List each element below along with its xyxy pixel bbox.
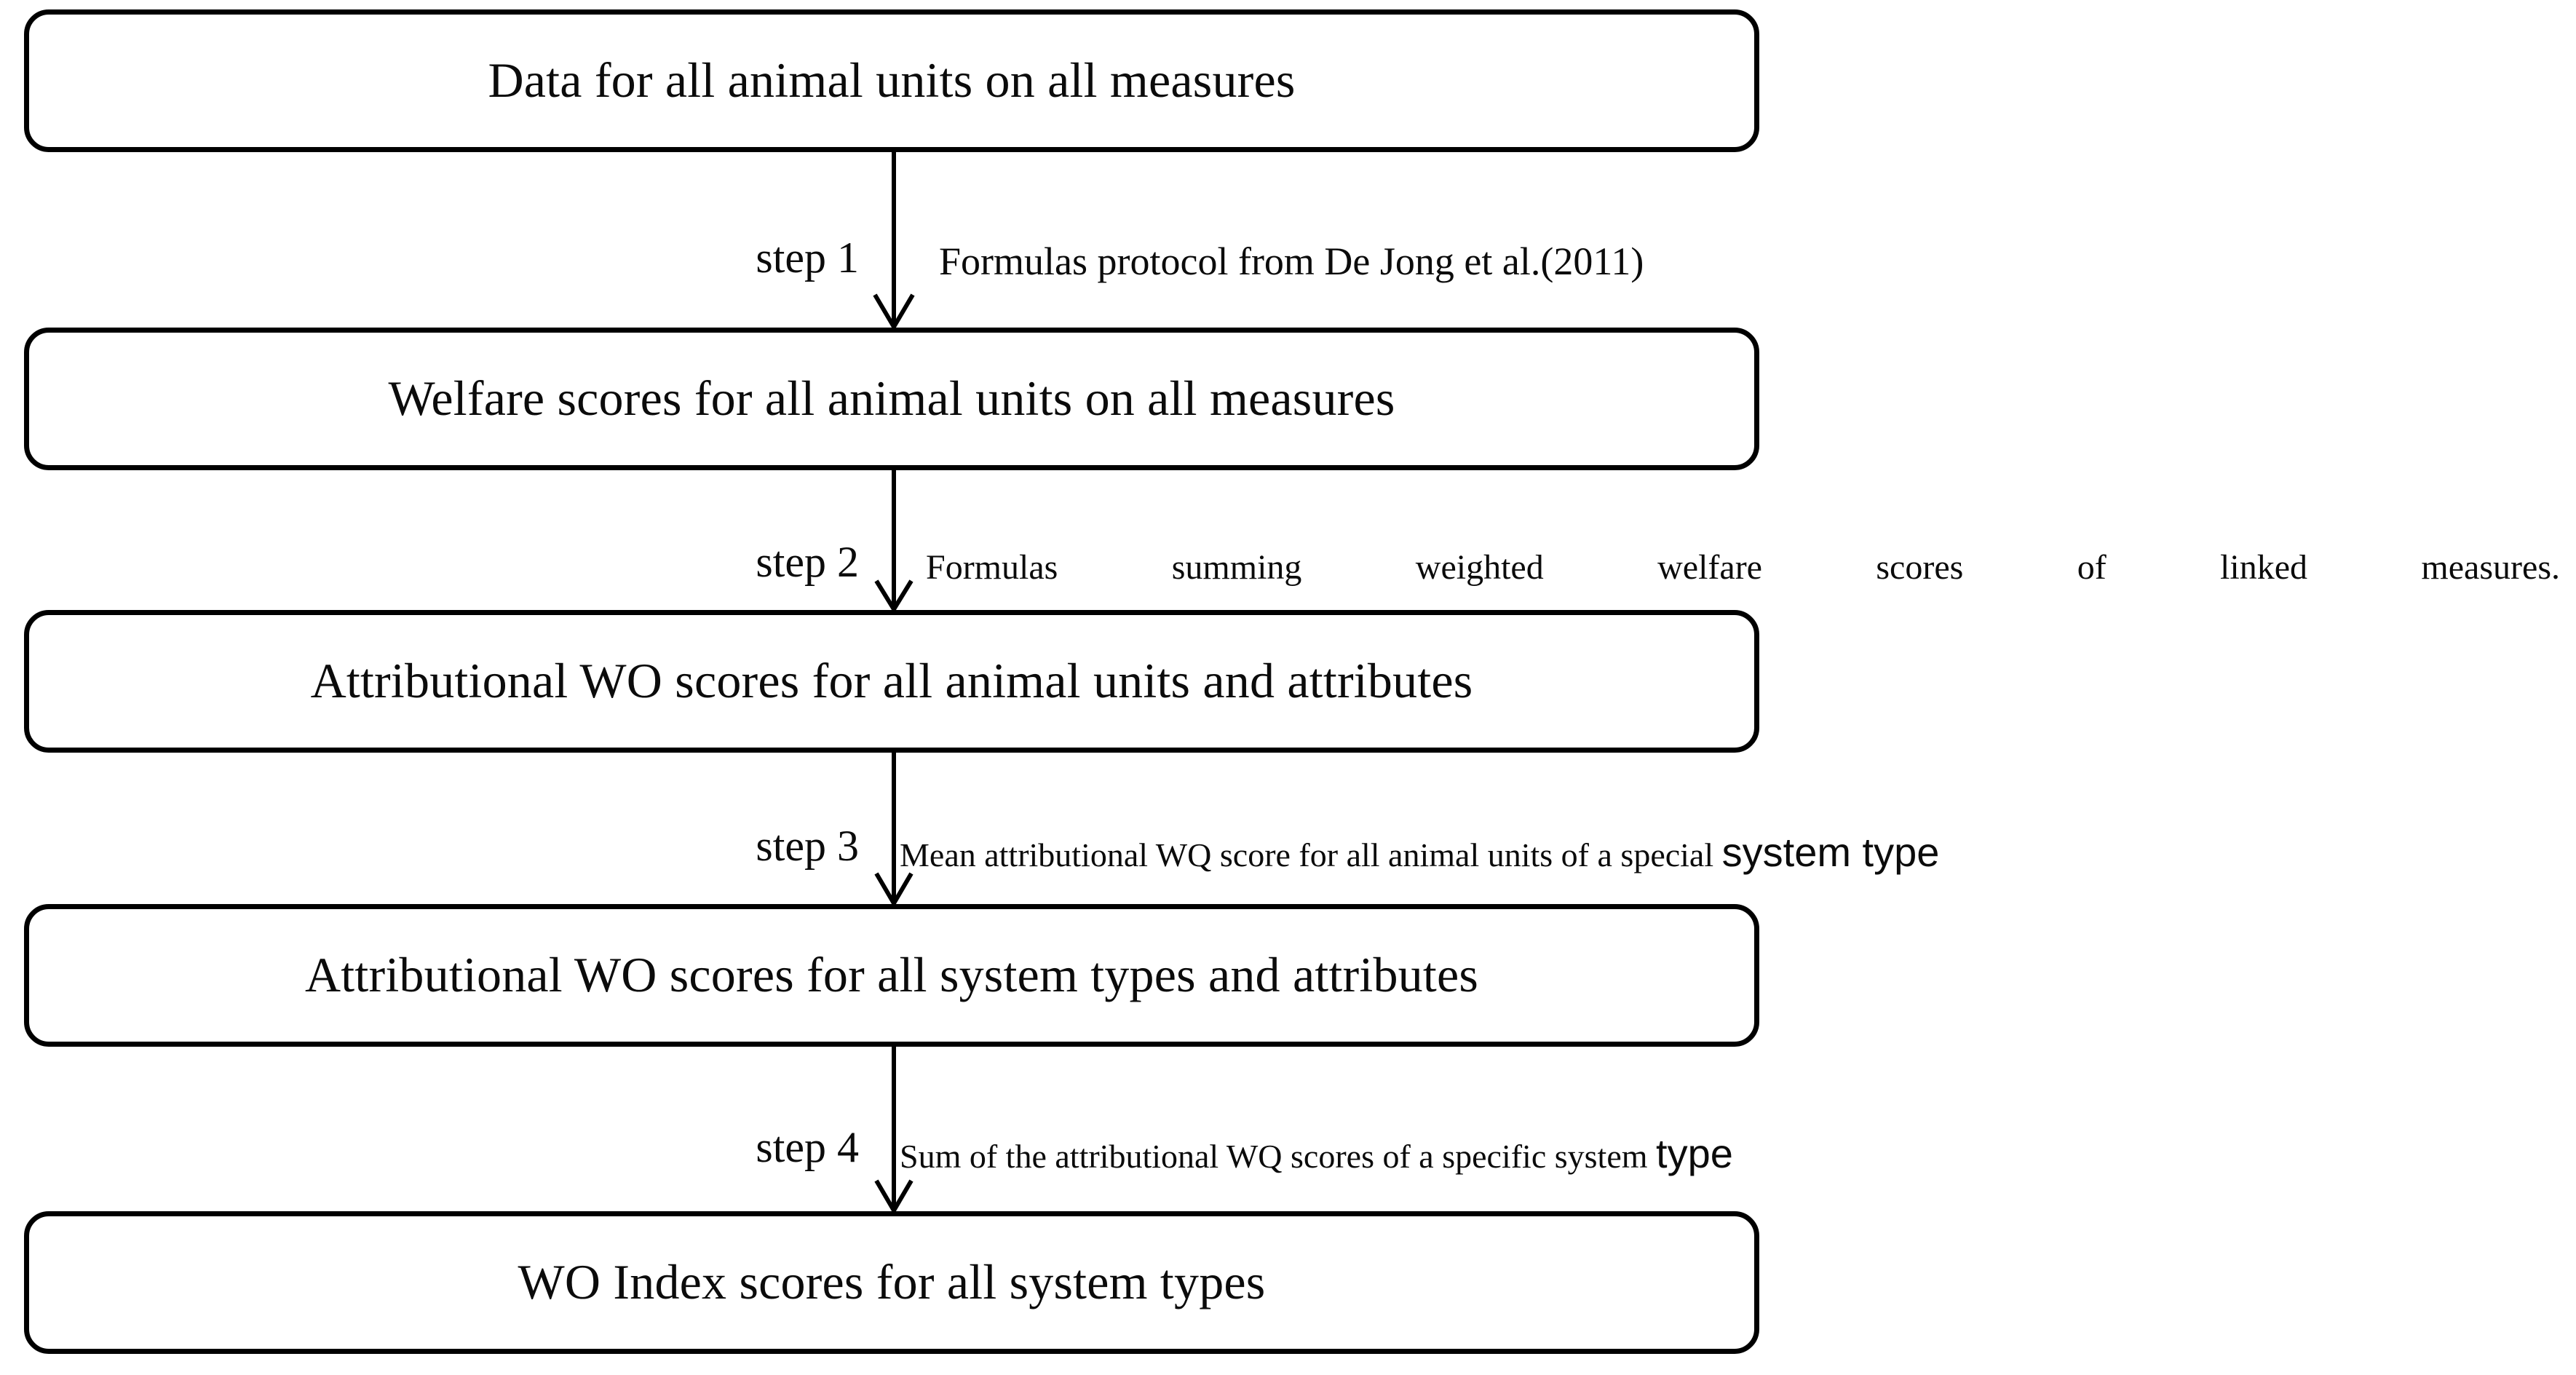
edge-note-4-emphasis: type xyxy=(1656,1130,1733,1176)
edge-note-1: Formulas protocol from De Jong et al.(20… xyxy=(939,239,1644,284)
flow-arrow-step-4 xyxy=(871,1047,917,1211)
edge-note-4: Sum of the attributional WQ scores of a … xyxy=(900,1130,1733,1177)
flow-arrow-step-3 xyxy=(871,753,917,904)
flow-arrow-step-1 xyxy=(871,152,917,328)
down-arrow-icon xyxy=(874,470,914,610)
down-arrow-icon xyxy=(874,1047,914,1211)
step-label-2: step 2 xyxy=(756,538,859,586)
flow-node-attributional-animal-units: Attributional WO scores for all animal u… xyxy=(24,610,1759,753)
flow-node-label: Attributional WO scores for all system t… xyxy=(305,947,1478,1003)
edge-note-3-emphasis: system type xyxy=(1721,829,1940,875)
flow-node-label: WO Index scores for all system types xyxy=(518,1254,1266,1310)
flow-node-label: Attributional WO scores for all animal u… xyxy=(310,653,1473,709)
edge-note-4-text: Sum of the attributional WQ scores of a … xyxy=(900,1138,1657,1175)
flow-node-label: Welfare scores for all animal units on a… xyxy=(388,371,1395,427)
step-label-3: step 3 xyxy=(756,822,859,870)
flow-node-label: Data for all animal units on all measure… xyxy=(488,52,1296,108)
edge-note-3-text: Mean attributional WQ score for all anim… xyxy=(900,836,1722,873)
flow-node-data-all-animal-units: Data for all animal units on all measure… xyxy=(24,9,1759,152)
edge-note-1-text: Formulas protocol from De Jong et al.(20… xyxy=(939,239,1644,283)
flow-arrow-step-2 xyxy=(871,470,917,610)
step-label-1: step 1 xyxy=(756,234,859,282)
flow-node-attributional-system-types: Attributional WO scores for all system t… xyxy=(24,904,1759,1047)
edge-note-2: Formulas summing weighted welfare scores… xyxy=(926,547,2560,587)
edge-note-3: Mean attributional WQ score for all anim… xyxy=(900,828,1939,876)
step-label-4: step 4 xyxy=(756,1123,859,1171)
down-arrow-icon xyxy=(874,753,914,904)
edge-note-2-text: Formulas summing weighted welfare scores… xyxy=(926,548,2560,587)
down-arrow-icon xyxy=(873,152,915,328)
flow-node-wq-index-scores: WO Index scores for all system types xyxy=(24,1211,1759,1354)
flow-node-welfare-scores: Welfare scores for all animal units on a… xyxy=(24,328,1759,470)
